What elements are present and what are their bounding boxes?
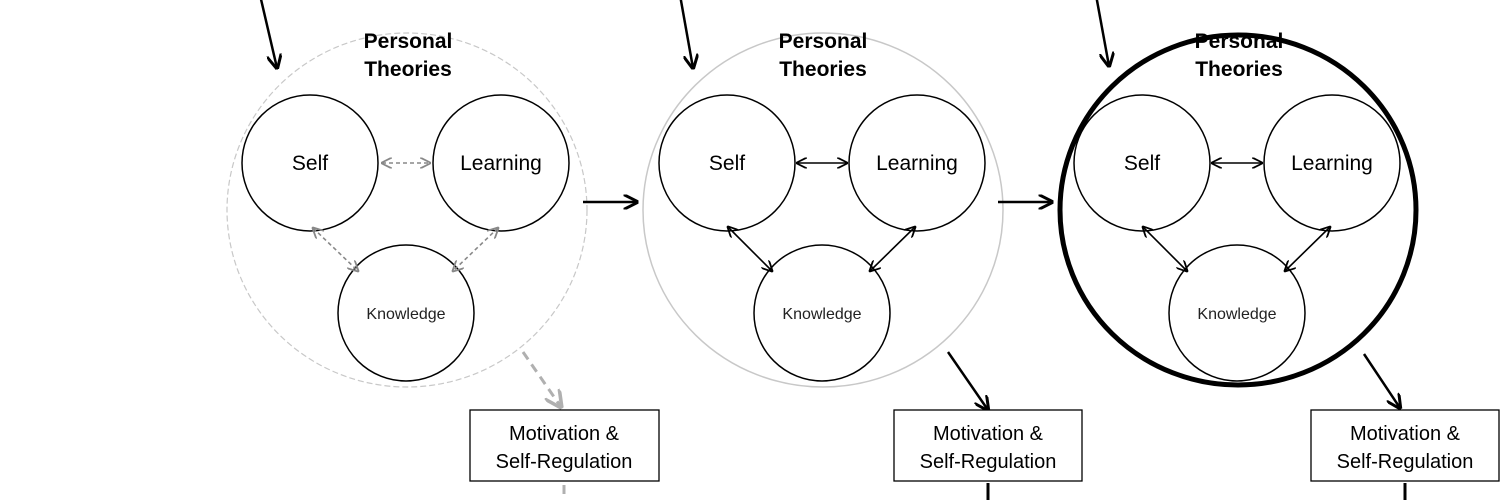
panel-2-title-line1: Personal — [779, 30, 868, 53]
knowledge-label-panel-1: Knowledge — [366, 306, 445, 323]
panel-2-title-line2: Theories — [779, 58, 867, 81]
panel-1: Personal Theories Self Learning Knowledg… — [226, 0, 660, 500]
self-label-panel-1: Self — [292, 152, 328, 175]
self-node-panel-1 — [241, 94, 379, 232]
panel-3-title-line1: Personal — [1195, 30, 1284, 53]
panel-2: Personal Theories Self Learning Knowledg… — [642, 0, 1083, 500]
self-knowledge-link-panel-3 — [1143, 227, 1187, 271]
knowledge-label-panel-2: Knowledge — [782, 306, 861, 323]
outer-circle-panel-3 — [1057, 32, 1419, 388]
self-knowledge-link-panel-1 — [313, 228, 358, 271]
to-motivation-arrow-panel-1 — [521, 351, 561, 407]
learning-knowledge-link-panel-2 — [870, 227, 915, 271]
self-label-panel-2: Self — [709, 152, 745, 175]
panel-3: Personal Theories Self Learning Knowledg… — [1057, 0, 1500, 500]
self-label-panel-3: Self — [1124, 152, 1160, 175]
motivation-box-panel-3 — [1310, 409, 1500, 482]
panel-1-title-line1: Personal — [364, 30, 453, 53]
panel-3-title-line2: Theories — [1195, 58, 1283, 81]
incoming-arrow-panel-1 — [259, 0, 277, 68]
motivation-box-panel-2-line1: Motivation & — [933, 423, 1044, 445]
learning-knowledge-link-panel-1 — [453, 228, 498, 271]
knowledge-label-panel-3: Knowledge — [1197, 306, 1276, 323]
knowledge-node-panel-1 — [337, 244, 475, 382]
knowledge-node-panel-2 — [753, 244, 891, 382]
knowledge-node-panel-3 — [1168, 244, 1306, 382]
motivation-box-panel-2-line2: Self-Regulation — [920, 451, 1057, 473]
motivation-box-panel-1-line2: Self-Regulation — [496, 451, 633, 473]
incoming-arrow-panel-3 — [1095, 0, 1109, 66]
to-motivation-arrow-panel-3 — [1362, 353, 1400, 408]
to-motivation-arrow-panel-2 — [946, 351, 988, 410]
motivation-box-panel-2 — [893, 409, 1083, 482]
motivation-box-panel-3-line2: Self-Regulation — [1337, 451, 1474, 473]
motivation-box-panel-3-line1: Motivation & — [1350, 423, 1461, 445]
learning-knowledge-link-panel-3 — [1285, 227, 1330, 271]
self-knowledge-link-panel-2 — [728, 227, 772, 271]
panel-1-title-line2: Theories — [364, 58, 452, 81]
learning-node-panel-1 — [432, 94, 570, 232]
outer-circle-panel-1 — [226, 32, 588, 388]
motivation-box-panel-1-line1: Motivation & — [509, 423, 620, 445]
motivation-box-panel-1 — [469, 409, 660, 482]
incoming-arrow-panel-2 — [679, 0, 693, 68]
learning-label-panel-3: Learning — [1291, 152, 1373, 175]
learning-label-panel-2: Learning — [876, 152, 958, 175]
outer-circle-panel-2 — [642, 32, 1004, 388]
learning-label-panel-1: Learning — [460, 152, 542, 175]
